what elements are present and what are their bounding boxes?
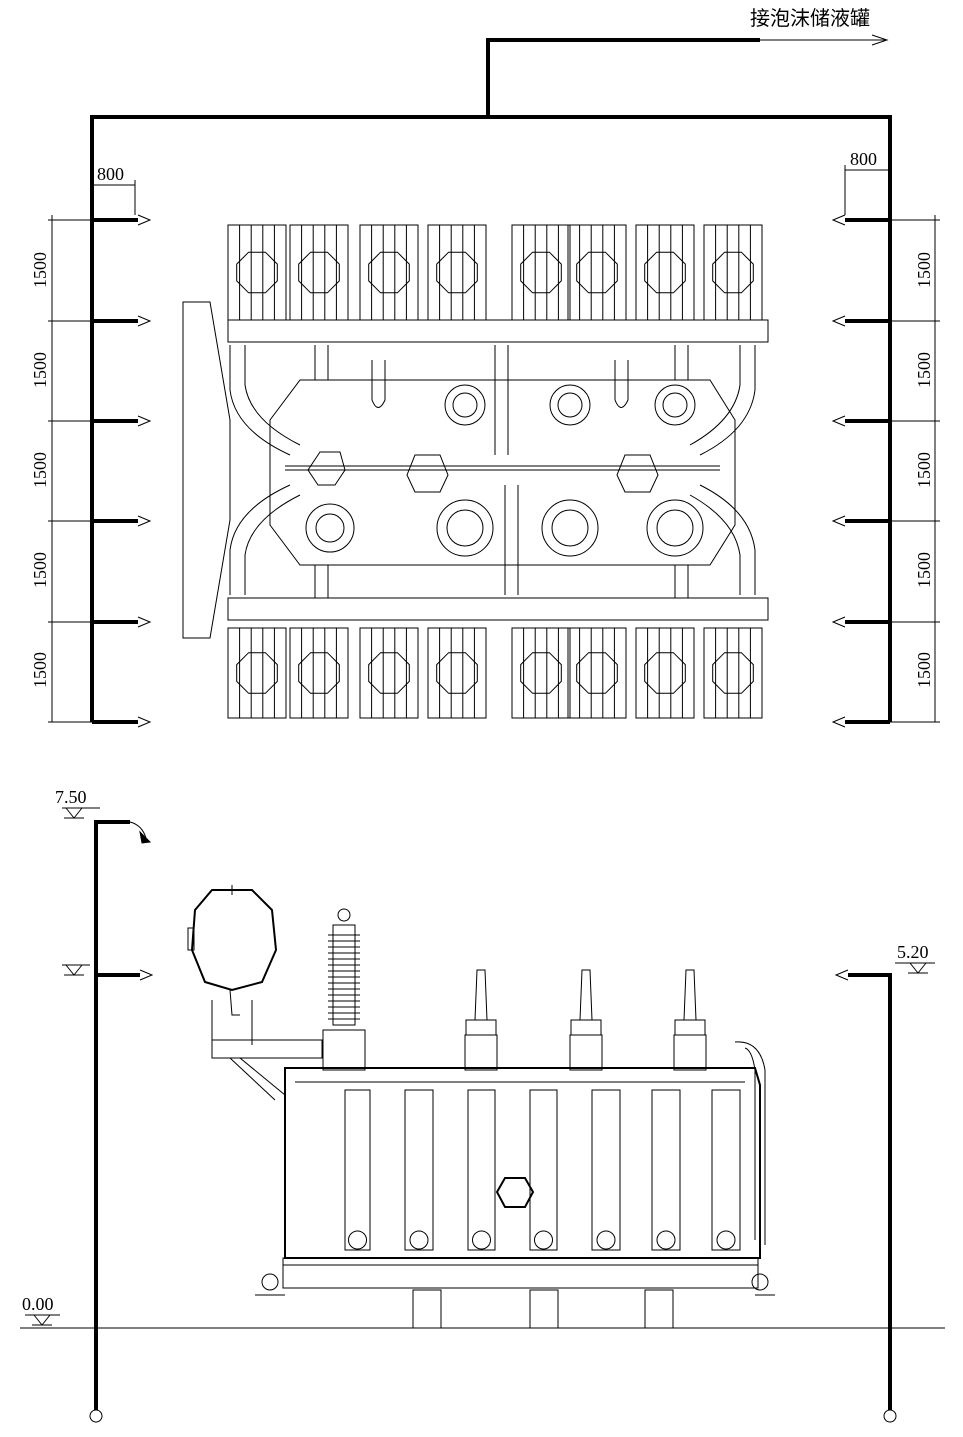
right-nozzle-4 [831,515,846,527]
tank-outline [269,379,736,566]
drain-valve [348,1230,367,1250]
bushing-turrets [305,384,704,557]
radiator-bottom-2 [289,627,349,719]
left-riser [94,820,130,1410]
radiator-fan [576,652,618,694]
radiator-fin-3 [467,1089,496,1251]
tank-body [284,1067,761,1259]
left-nozzle-6 [137,716,152,728]
left-nozzle-1 [137,214,152,226]
right-offset: 800 [850,149,877,169]
radiator-bottom-8 [703,627,763,719]
left-nozzle-3 [137,415,152,427]
radiator-fan [576,251,618,294]
radiator-fan [520,652,562,694]
left-spacing-5: 1500 [30,652,50,688]
ground-level-label: 0.00 [22,1294,54,1314]
left-spacing-2: 1500 [30,352,50,388]
right-nozzle-2 [831,315,846,327]
tank-base [282,1257,759,1289]
right-nozzle-1 [831,214,846,226]
right-spacing-2: 1500 [914,352,934,388]
level-0-00: 0.00 [22,1294,60,1326]
transformer-elevation [187,885,775,1329]
drain-valve [656,1230,676,1250]
right-spacing-1: 1500 [914,252,934,288]
left-dimension: 1500 1500 1500 1500 1500 800 [30,164,136,723]
radiator-fan [236,251,278,294]
transformer-plan [182,224,769,719]
radiator-fan [298,251,340,294]
radiator-bottom-7 [635,627,695,719]
radiator-fan [712,251,754,294]
radiator-fin-6 [651,1089,681,1251]
radiator-fan [712,652,754,694]
plan-view: 接泡沫储液罐 1500 1500 1500 1500 1500 800 [30,7,940,728]
radiator-bottom-3 [359,627,419,719]
radiator-fan [644,652,686,694]
drain-valve [596,1230,616,1250]
left-nozzle-2 [137,315,152,327]
left-offset: 800 [97,164,124,184]
oil-pipes [229,345,756,598]
right-spacing-3: 1500 [914,452,934,488]
left-nozzle-4 [137,515,152,527]
right-riser [848,973,892,1410]
left-spacing-3: 1500 [30,452,50,488]
radiator-fan [236,652,278,694]
radiator-fin-7 [711,1089,741,1251]
right-dimension: 1500 1500 1500 1500 1500 800 [844,149,940,723]
right-nozzle-6 [831,716,846,728]
left-spacing-1: 1500 [30,252,50,288]
radiator-fin-4 [529,1089,558,1251]
conservator-plan [182,301,231,639]
hv-bushing [322,908,366,1071]
left-nozzle-5 [137,616,152,628]
top-level-label: 7.50 [55,787,87,807]
radiator-bottom-4 [427,627,487,719]
radiator-fin-5 [591,1089,621,1251]
foam-supply-pipe: 接泡沫储液罐 [486,7,889,115]
level-5-20: 5.20 [895,942,935,974]
foam-tank-label: 接泡沫储液罐 [750,7,870,30]
drain-valve [409,1230,429,1250]
elevation-view: 7.50 5.20 0.00 [20,787,945,1423]
level-7-50: 7.50 [55,787,100,819]
right-spacing-4: 1500 [914,552,934,588]
left-spacing-4: 1500 [30,552,50,588]
right-level-label: 5.20 [897,942,929,962]
right-nozzle-5 [831,616,846,628]
right-spray-branches [831,214,890,728]
radiator-fan [368,251,410,294]
radiator-fan [368,652,410,694]
drain-valve [716,1230,736,1250]
radiator-fin-2 [404,1089,434,1251]
wheels [412,1289,674,1329]
ring-main-pipe [90,115,892,722]
radiator-fan [436,251,478,294]
right-nozzle-3 [831,415,846,427]
lv-bushings [464,969,707,1071]
level-unlabeled [62,964,90,976]
conservator-tank [190,889,278,992]
radiator-fan [644,251,686,294]
drain-valve [472,1230,491,1250]
radiator-fin-1 [344,1089,371,1251]
radiator-fan [436,652,478,694]
radiator-bottom-1 [227,627,287,719]
left-spray-branches [92,214,152,728]
radiator-bottom-6 [567,627,627,719]
radiator-fan [520,251,562,294]
radiator-bottom-5 [511,627,571,719]
drain-valve [534,1230,553,1250]
radiator-fan [298,652,340,694]
right-spacing-5: 1500 [914,652,934,688]
